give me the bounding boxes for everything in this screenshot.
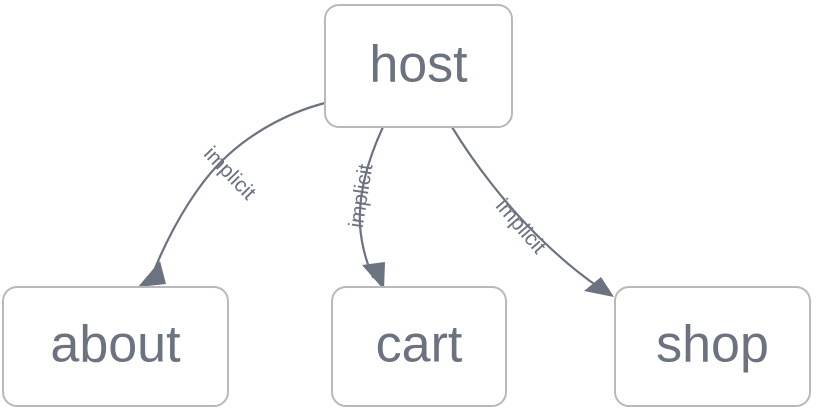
node-cart-label: cart	[376, 316, 463, 374]
node-host-rect	[324, 4, 513, 128]
edge-label-host-shop: implicit	[491, 195, 551, 259]
node-cart[interactable]: cart	[331, 286, 507, 407]
edge-label-host-cart: implicit	[345, 162, 378, 229]
edge-path-host-cart	[358, 125, 385, 279]
arrowhead-about	[138, 261, 166, 287]
node-about[interactable]: about	[2, 286, 229, 407]
arrowhead-cart	[362, 262, 385, 290]
node-shop-label: shop	[656, 316, 769, 374]
arrowhead-shop	[584, 277, 614, 297]
node-host-label: host	[369, 36, 468, 94]
node-cart-rect	[331, 286, 507, 407]
edge-host-to-shop[interactable]: implicit	[450, 125, 614, 297]
edge-path-host-shop	[450, 125, 602, 290]
edge-path-host-about	[150, 101, 327, 278]
edge-host-to-about[interactable]: implicit	[138, 101, 327, 287]
edge-host-to-cart[interactable]: implicit	[345, 125, 385, 290]
node-about-rect	[2, 286, 229, 407]
node-shop[interactable]: shop	[614, 286, 811, 407]
node-shop-rect	[614, 286, 811, 407]
node-host[interactable]: host	[324, 4, 513, 128]
node-about-label: about	[50, 316, 181, 374]
edge-label-host-about: implicit	[199, 142, 260, 204]
